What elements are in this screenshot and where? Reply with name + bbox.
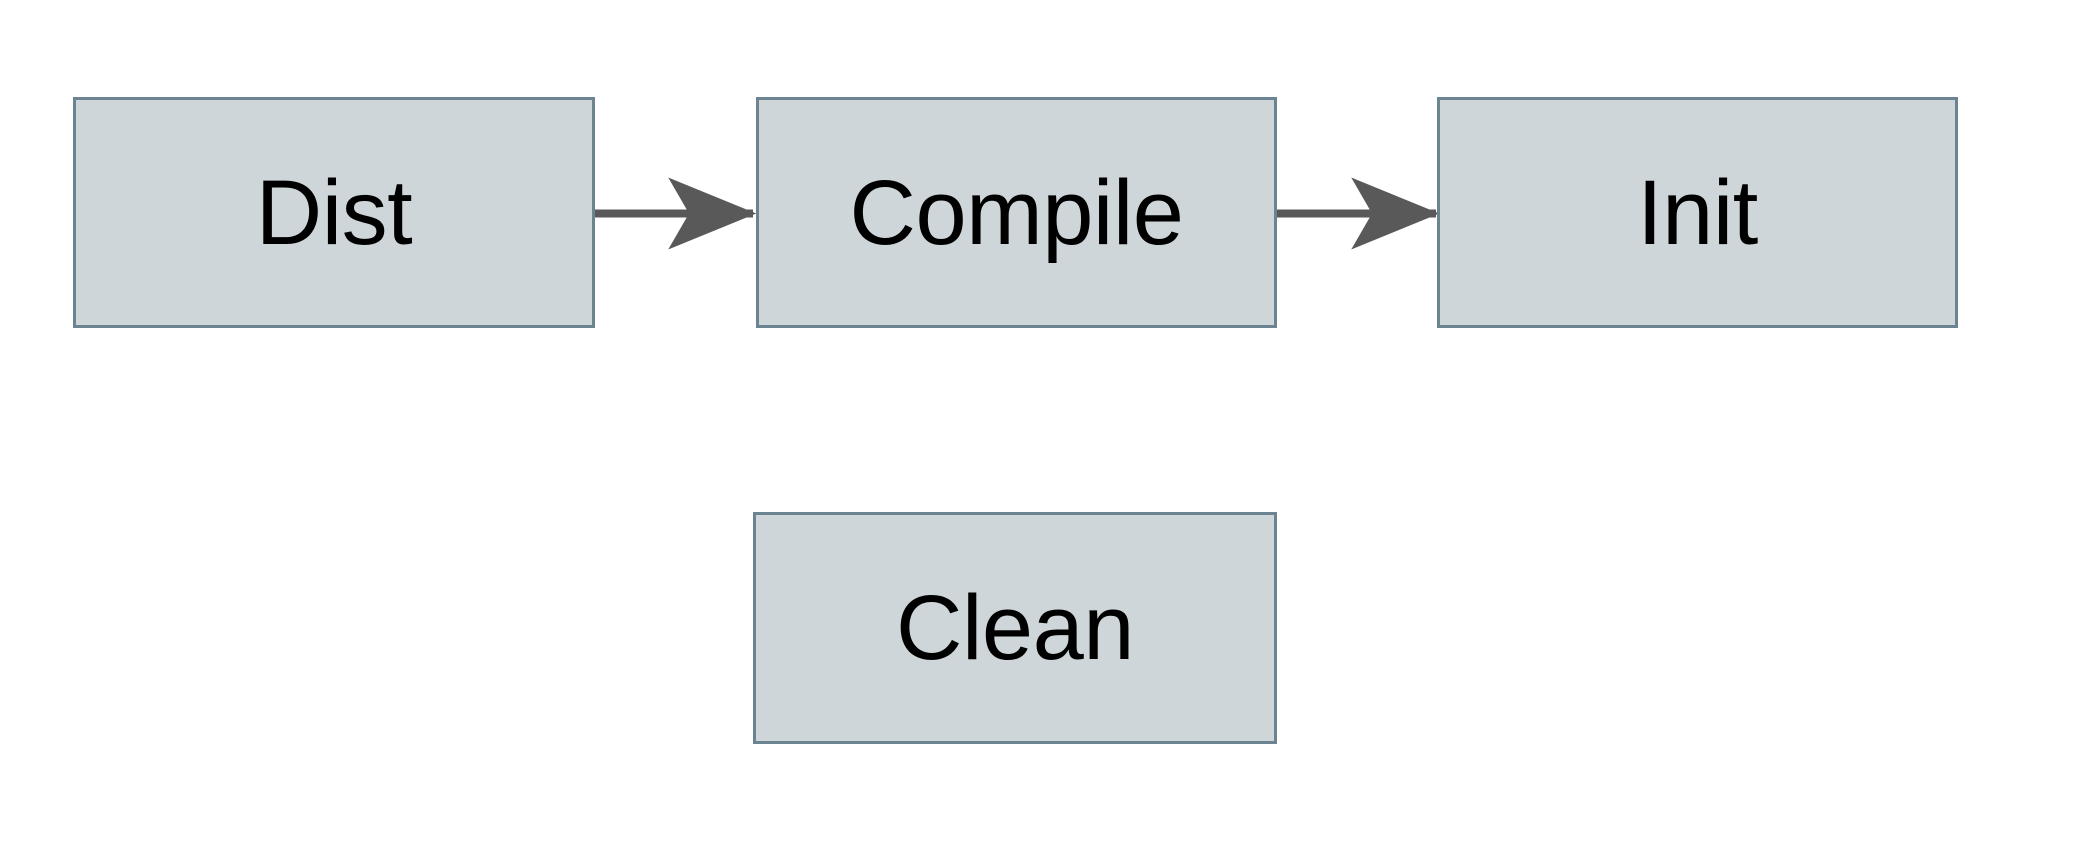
node-clean-label: Clean [896,577,1134,679]
node-compile-label: Compile [849,161,1184,264]
node-clean[interactable]: Clean [753,512,1277,744]
node-compile[interactable]: Compile [756,97,1277,328]
node-dist-label: Dist [255,161,413,264]
node-init[interactable]: Init [1437,97,1958,328]
node-init-label: Init [1637,161,1758,264]
node-dist[interactable]: Dist [73,97,595,328]
